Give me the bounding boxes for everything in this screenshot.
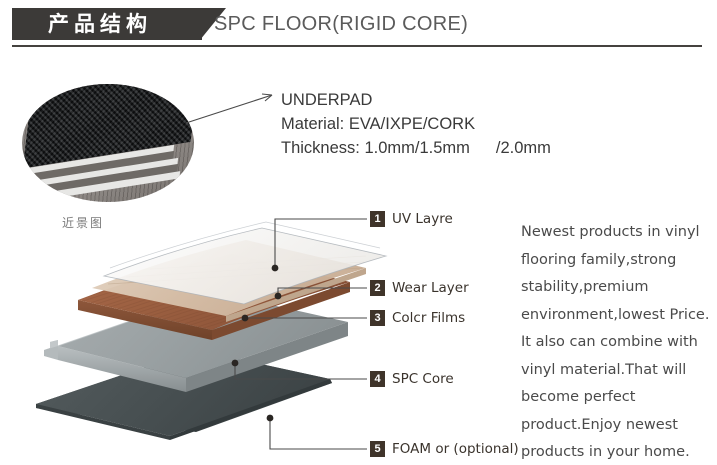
- layer-label-4: 4 SPC Core: [370, 371, 454, 387]
- leader-uv: [274, 218, 367, 268]
- product-description: Newest products in vinyl flooring family…: [521, 224, 710, 460]
- underpad-title: UNDERPAD: [281, 91, 373, 109]
- layer-badge-4: 4: [370, 371, 385, 387]
- layer-foam: [36, 350, 332, 440]
- page-title-cn: 产品结构: [48, 12, 152, 36]
- dot-wear: [274, 292, 282, 300]
- underpad-thickness-row: Thickness: 1.0mm/1.5mm/2.0mm: [281, 136, 551, 160]
- underpad-callout: UNDERPAD Material: EVA/IXPE/CORK Thickne…: [281, 88, 551, 160]
- photo-caption: 近景图: [62, 216, 105, 230]
- layer-badge-5: 5: [370, 441, 385, 457]
- leader-dots: [231, 264, 282, 422]
- layer-label-3: 3 Colcr Films: [370, 310, 465, 326]
- page-title-en: SPC FLOOR(RIGID CORE): [214, 13, 469, 35]
- dot-uv: [271, 264, 279, 272]
- underpad-thickness-alt: /2.0mm: [495, 139, 551, 157]
- header-band: [12, 8, 202, 40]
- layer-name-foam: FOAM or (optional): [392, 441, 519, 457]
- underpad-arrow-head: [261, 93, 273, 102]
- dot-film: [241, 314, 249, 322]
- layer-name-wear: Wear Layer: [392, 280, 469, 296]
- layer-name-core: SPC Core: [392, 371, 454, 387]
- layer-badge-2: 2: [370, 280, 385, 296]
- header-divider: [12, 45, 702, 47]
- underpad-material: Material: EVA/IXPE/CORK: [281, 115, 476, 133]
- leader-core: [234, 363, 367, 380]
- layer-label-5: 5 FOAM or (optional): [370, 441, 519, 457]
- leader-foam: [269, 418, 367, 450]
- leader-wear: [277, 287, 367, 296]
- layer-name-uv: UV Layre: [392, 211, 453, 227]
- underpad-arrow-line: [185, 94, 273, 124]
- dot-core: [231, 359, 239, 367]
- closeup-photo: [22, 84, 194, 202]
- layer-badge-1: 1: [370, 211, 385, 227]
- layer-name-film: Colcr Films: [392, 310, 466, 326]
- layer-uv: [102, 221, 388, 305]
- layer-label-2: 2 Wear Layer: [370, 280, 469, 296]
- dot-foam: [266, 414, 274, 422]
- layer-label-1: 1 UV Layre: [370, 211, 453, 227]
- layer-badge-3: 3: [370, 310, 385, 326]
- underpad-thickness: Thickness: 1.0mm/1.5mm: [281, 139, 470, 157]
